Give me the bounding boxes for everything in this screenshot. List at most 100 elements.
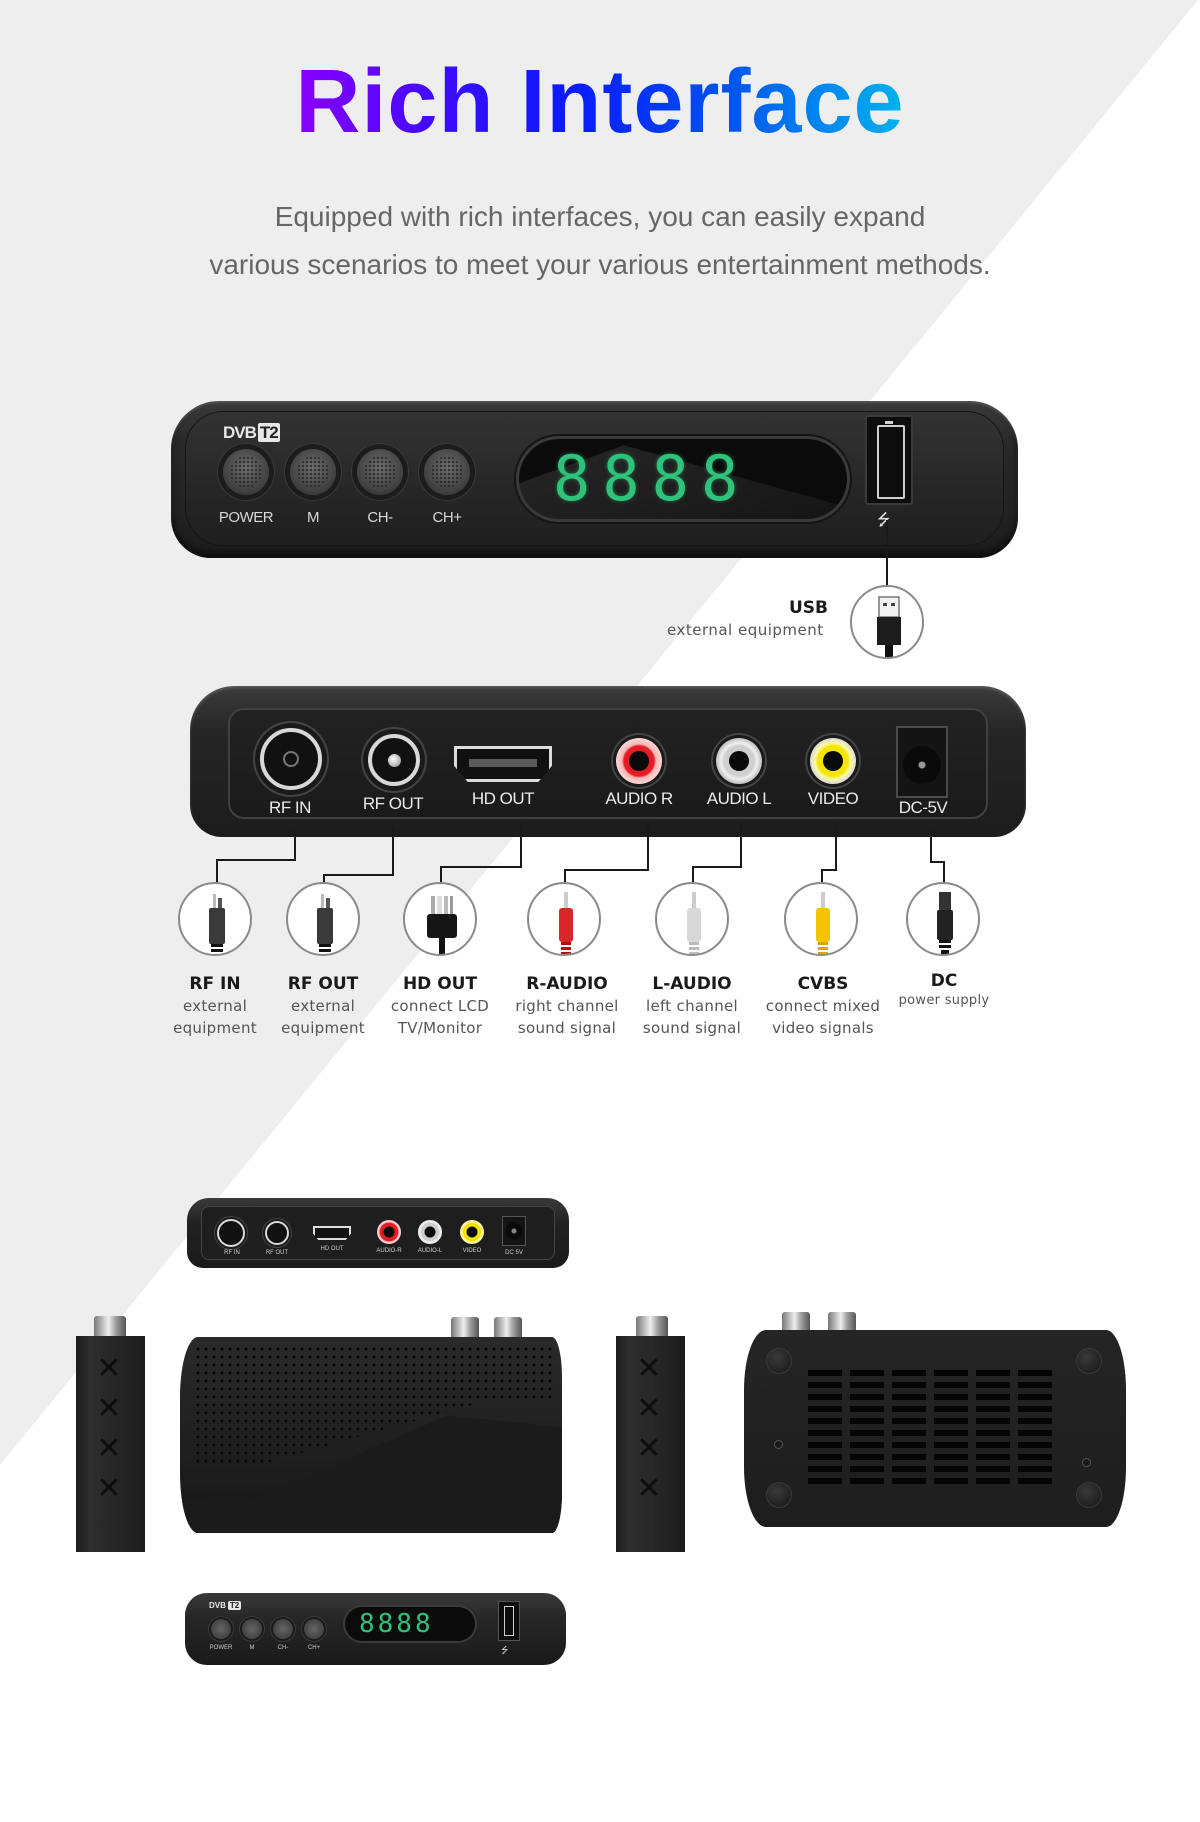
usb-callout-line: [886, 520, 888, 586]
usb-plug-circle: [850, 585, 924, 659]
rf-in-title: RF IN: [189, 974, 241, 994]
dc-jack: [896, 726, 948, 798]
cvbs-plug-circle: [784, 882, 858, 956]
mini-rf-in-jack: [217, 1219, 245, 1247]
bottom-vents: [808, 1370, 1058, 1490]
vent-x-icon: ✕: [96, 1471, 122, 1506]
l-audio-desc-2: sound signal: [642, 1019, 742, 1037]
power-button: [223, 449, 269, 495]
mini-channel-up-label: CH+: [307, 1645, 321, 1651]
dc-5v-label: DC-5V: [898, 798, 948, 817]
vent-x-icon: ✕: [636, 1471, 662, 1506]
hd-out-label: HD OUT: [471, 789, 535, 808]
l-audio-title: L-AUDIO: [652, 974, 732, 994]
hdmi-plug-icon: [427, 896, 457, 954]
dc-title: DC: [930, 971, 958, 991]
rf-out-label: RF OUT: [362, 794, 424, 813]
channel-down-label: CH-: [367, 509, 393, 526]
coax-plug-icon: [317, 894, 333, 952]
audio-l-plug-circle: [655, 882, 729, 956]
mini-video-jack: [460, 1220, 484, 1244]
hd-out-title: HD OUT: [402, 974, 478, 994]
top-view: [180, 1337, 562, 1533]
dc-plug-icon: [937, 892, 953, 954]
usb-callout-description: external equipment: [667, 621, 824, 639]
rf-in-plug-circle: [178, 882, 252, 956]
menu-button: [290, 449, 336, 495]
rubber-foot: [766, 1482, 792, 1508]
rf-in-desc-2: equipment: [173, 1019, 257, 1037]
rf-in-pin: [283, 751, 299, 767]
top-view-rca-knob-1: [451, 1317, 479, 1337]
r-audio-title: R-AUDIO: [526, 974, 608, 994]
audio-l-jack: [716, 738, 762, 784]
l-audio-desc-1: left channel: [645, 997, 739, 1015]
mini-dc-jack: [502, 1216, 526, 1246]
mini-video-label: VIDEO: [462, 1248, 482, 1254]
rf-out-desc-2: equipment: [281, 1019, 365, 1037]
usb-icon: ⭍: [877, 512, 891, 529]
left-side-view: ✕ ✕ ✕ ✕: [76, 1336, 145, 1552]
mini-rf-out-label: RF OUT: [265, 1250, 289, 1256]
page-title: Rich Interface: [295, 52, 905, 152]
rf-out-pin: [388, 754, 401, 767]
usb-port: [865, 415, 913, 505]
mini-channel-up-button: [304, 1619, 324, 1639]
mini-led-display: 8888: [345, 1607, 475, 1641]
hd-out-desc-1: connect LCD: [390, 997, 490, 1015]
rf-in-jack: [260, 728, 322, 790]
bottom-view: [744, 1330, 1126, 1527]
mini-audio-r-label: AUDIO-R: [376, 1248, 402, 1254]
mini-channel-down-button: [273, 1619, 293, 1639]
hd-out-desc-2: TV/Monitor: [397, 1019, 483, 1037]
vent-x-icon: ✕: [636, 1391, 662, 1426]
power-label: POWER: [218, 509, 274, 526]
mini-menu-label: M: [249, 1645, 255, 1651]
hdmi-plug-circle: [403, 882, 477, 956]
rubber-foot: [1076, 1482, 1102, 1508]
rca-plug-white-icon: [687, 892, 701, 954]
mini-usb-icon: ⭍: [501, 1645, 509, 1655]
rca-plug-yellow-icon: [816, 892, 830, 954]
led-display: 8888: [519, 439, 847, 519]
usb-plug-icon: [877, 596, 901, 657]
coax-plug-icon: [209, 894, 225, 952]
subtitle-line-2: various scenarios to meet your various e…: [209, 249, 991, 280]
cvbs-desc-1: connect mixed: [765, 997, 881, 1015]
audio-r-label: AUDIO R: [605, 789, 673, 808]
mini-usb-port: [498, 1601, 520, 1641]
mini-rf-in-label: RF IN: [224, 1250, 240, 1256]
rf-out-plug-circle: [286, 882, 360, 956]
vent-x-icon: ✕: [96, 1431, 122, 1466]
rf-out-title: RF OUT: [287, 974, 359, 994]
mini-audio-r-jack: [377, 1220, 401, 1244]
dc-desc-1: power supply: [898, 993, 990, 1008]
right-side-rf-knob: [636, 1316, 668, 1336]
rca-plug-red-icon: [559, 892, 573, 954]
menu-label: M: [307, 509, 320, 526]
mini-audio-l-jack: [418, 1220, 442, 1244]
top-view-rca-knob-2: [494, 1317, 522, 1337]
vent-x-icon: ✕: [636, 1431, 662, 1466]
mini-power-button: [211, 1619, 231, 1639]
back-panel-face: [228, 708, 988, 819]
audio-r-plug-circle: [527, 882, 601, 956]
hdmi-port: [454, 746, 552, 782]
right-side-view: ✕ ✕ ✕ ✕: [616, 1336, 685, 1552]
channel-up-button: [424, 449, 470, 495]
rf-out-desc-1: external: [290, 997, 356, 1015]
screw-icon: [1082, 1458, 1091, 1467]
mini-power-label: POWER: [209, 1645, 233, 1651]
audio-l-label: AUDIO L: [706, 789, 772, 808]
mini-hdmi-port: [313, 1226, 351, 1240]
mini-menu-button: [242, 1619, 262, 1639]
channel-up-label: CH+: [432, 509, 462, 526]
mini-audio-l-label: AUDIO-L: [417, 1248, 443, 1254]
mini-back-view: RF IN RF OUT HD OUT AUDIO-R AUDIO-L VIDE…: [187, 1198, 569, 1268]
vent-x-icon: ✕: [96, 1391, 122, 1426]
screw-icon: [774, 1440, 783, 1449]
rf-out-jack: [368, 734, 420, 786]
r-audio-desc-1: right channel: [515, 997, 619, 1015]
